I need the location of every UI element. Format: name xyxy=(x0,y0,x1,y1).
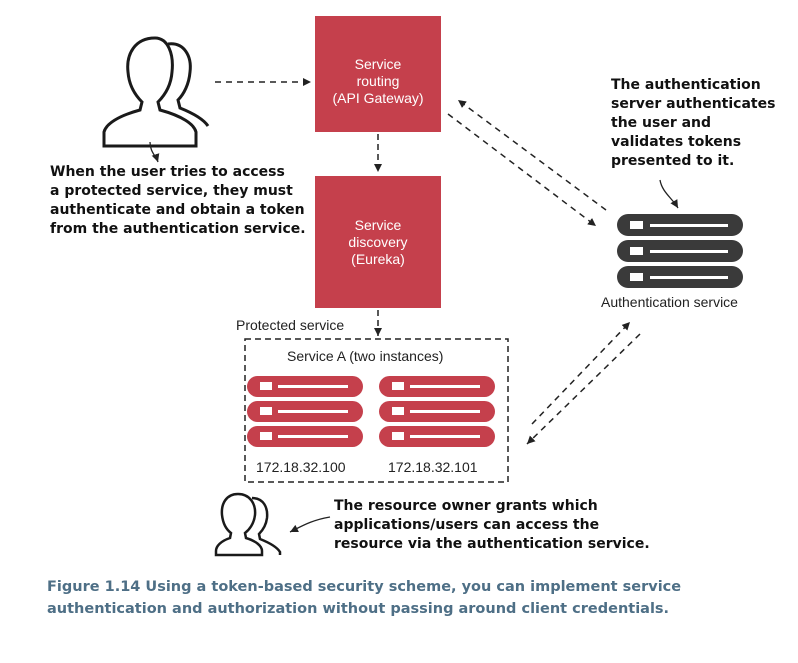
callout-user-line xyxy=(149,141,160,163)
service-discovery-label: Service discovery (Eureka) xyxy=(315,217,441,268)
user-annotation-line: When the user tries to access xyxy=(50,164,285,180)
arrow-auth-to-routing xyxy=(457,99,607,211)
user-annotation-line: from the authentication service. xyxy=(50,221,306,237)
caption-line: Figure 1.14 Using a token-based security… xyxy=(47,579,682,595)
resource-owner-icon xyxy=(214,492,282,557)
users-icon xyxy=(102,36,210,148)
arrow-auth-to-protected xyxy=(526,333,641,445)
auth-annotation-line: validates tokens xyxy=(611,134,742,150)
service-routing-box xyxy=(315,16,441,132)
service-a-instance-1-icon xyxy=(247,376,363,447)
owner-annotation: The resource owner grants which applicat… xyxy=(334,497,650,554)
instance-ip-2: 172.18.32.101 xyxy=(388,459,478,475)
user-annotation: When the user tries to access a protecte… xyxy=(50,163,306,239)
arrow-routing-to-auth xyxy=(447,113,597,227)
protected-service-border xyxy=(244,338,509,483)
authentication-service-label: Authentication service xyxy=(601,294,738,310)
service-discovery-line: discovery xyxy=(348,234,408,250)
service-discovery-line: (Eureka) xyxy=(351,251,405,267)
service-routing-line: Service xyxy=(354,56,402,72)
service-routing-line: (API Gateway) xyxy=(332,90,424,106)
service-routing-line: routing xyxy=(356,73,400,89)
auth-annotation-line: the user and xyxy=(611,115,712,131)
auth-annotation: The authentication server authenticates … xyxy=(611,76,775,171)
callout-auth-line xyxy=(659,179,679,209)
auth-annotation-line: presented to it. xyxy=(611,153,735,169)
owner-annotation-line: resource via the authentication service. xyxy=(334,536,650,552)
figure-caption: Figure 1.14 Using a token-based security… xyxy=(47,576,681,620)
authentication-server-icon xyxy=(617,214,743,288)
owner-annotation-line: applications/users can access the xyxy=(334,517,600,533)
service-a-label: Service A (two instances) xyxy=(287,348,444,364)
callout-owner-line xyxy=(289,516,331,533)
user-annotation-line: authenticate and obtain a token xyxy=(50,202,305,218)
arrow-protected-to-auth xyxy=(531,321,631,425)
auth-annotation-line: server authenticates xyxy=(611,96,776,112)
service-routing-label: Service routing (API Gateway) xyxy=(315,56,441,107)
protected-service-label: Protected service xyxy=(236,317,345,333)
user-annotation-line: a protected service, they must xyxy=(50,183,293,199)
service-discovery-box xyxy=(315,176,441,308)
caption-line: authentication and authorization without… xyxy=(47,601,670,617)
instance-ip-1: 172.18.32.100 xyxy=(256,459,346,475)
auth-annotation-line: The authentication xyxy=(611,77,761,93)
service-discovery-line: Service xyxy=(354,217,402,233)
owner-annotation-line: The resource owner grants which xyxy=(334,498,598,514)
service-a-instance-2-icon xyxy=(379,376,495,447)
